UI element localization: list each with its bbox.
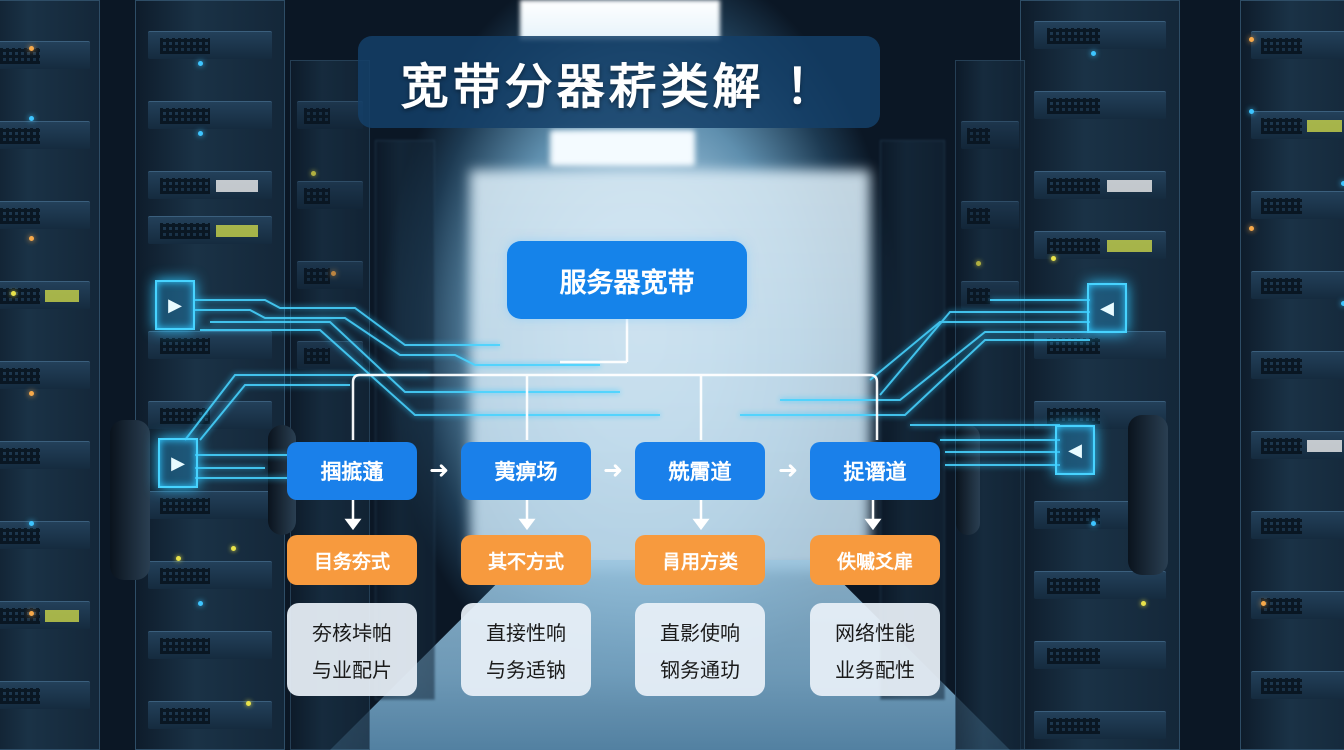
category-label: 捉谮道	[843, 460, 907, 484]
type-label: 肙用方类	[661, 550, 738, 573]
back-icon: ◀	[1087, 283, 1127, 333]
play-icon: ▶	[155, 280, 195, 330]
category-node: 荑痹场	[461, 442, 591, 500]
description-line: 钢务通玏	[660, 657, 740, 682]
description-line: 网络性能	[835, 620, 915, 645]
arrow-right-icon: ➜	[602, 456, 624, 484]
rack-handle	[110, 420, 150, 580]
description-line: 与务适钠	[486, 657, 566, 682]
page-title: 宽带分器菥类解 ！	[400, 59, 838, 115]
type-label: 其不方式	[487, 550, 564, 573]
type-node: 佚嘁爻扉	[810, 535, 940, 585]
server-rack	[1020, 0, 1180, 750]
type-node: 其不方式	[461, 535, 591, 585]
category-label: 荑痹场	[494, 460, 558, 484]
description-line: 业务配性	[835, 657, 915, 682]
category-label: 兟霌道	[668, 460, 732, 484]
category-node: 掴掋蓪	[287, 442, 417, 500]
play-icon: ▶	[158, 438, 198, 488]
type-node: 肙用方类	[635, 535, 765, 585]
server-rack	[135, 0, 285, 750]
arrow-right-icon: ➜	[428, 456, 450, 484]
ceiling-light	[520, 0, 720, 40]
back-icon: ◀	[1055, 425, 1095, 475]
server-rack	[955, 60, 1025, 750]
description-line: 直影使响	[660, 620, 740, 645]
arrow-right-icon: ➜	[777, 456, 799, 484]
description-line: 直接性响	[486, 620, 566, 645]
server-rack	[1240, 0, 1344, 750]
root-node-server-bandwidth: 服务器宽带	[507, 241, 747, 319]
description-node: 直接性响 与务适钠	[461, 603, 591, 696]
category-label: 掴掋蓪	[320, 460, 384, 484]
type-label: 佚嘁爻扉	[836, 550, 913, 573]
category-node: 兟霌道	[635, 442, 765, 500]
root-node-label: 服务器宽带	[559, 267, 695, 299]
description-line: 与业配片	[312, 657, 392, 682]
corridor-back-wall	[470, 170, 870, 570]
rack-handle	[956, 425, 980, 535]
description-node: 直影使响 钢务通玏	[635, 603, 765, 696]
type-node: 目务夯式	[287, 535, 417, 585]
title-banner: 宽带分器菥类解 ！	[358, 36, 880, 128]
description-line: 夯核垰帕	[312, 620, 392, 645]
description-node: 网络性能 业务配性	[810, 603, 940, 696]
category-node: 捉谮道	[810, 442, 940, 500]
type-label: 目务夯式	[313, 550, 390, 573]
server-rack	[0, 0, 100, 750]
ceiling-light	[550, 130, 695, 166]
description-node: 夯核垰帕 与业配片	[287, 603, 417, 696]
rack-handle	[1128, 415, 1168, 575]
